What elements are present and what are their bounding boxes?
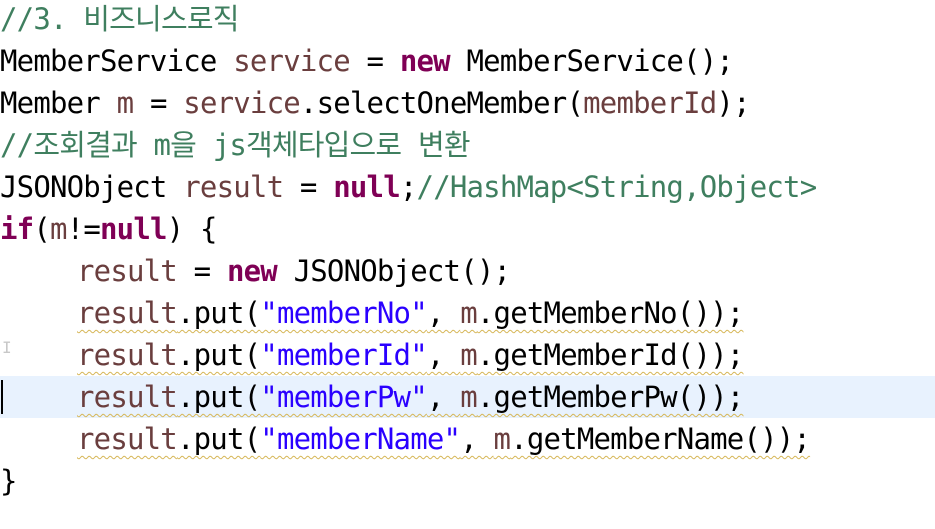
code-token: ); [716, 86, 750, 120]
code-token: .selectOneMember( [299, 86, 584, 120]
code-token: memberId [583, 86, 717, 120]
code-token: result [77, 338, 178, 372]
code-token: = [133, 86, 184, 120]
code-token: new [399, 44, 451, 78]
code-token: .getMemberId()); [476, 338, 744, 372]
code-token: , [426, 338, 461, 372]
code-token: "memberNo" [260, 296, 427, 330]
code-line[interactable]: result.put("memberName", m.getMemberName… [0, 418, 935, 460]
code-token: = [176, 254, 227, 288]
code-line[interactable]: result.put("memberPw", m.getMemberPw()); [0, 376, 935, 418]
code-token: .put( [176, 422, 261, 456]
code-token: = [349, 44, 400, 78]
code-token: "memberPw" [260, 380, 427, 414]
code-line[interactable]: Member m = service.selectOneMember(membe… [0, 82, 935, 124]
text-caret [1, 380, 3, 414]
code-line[interactable]: MemberService service = new MemberServic… [0, 40, 935, 82]
code-line[interactable]: //3. 비즈니스로직 [0, 0, 935, 40]
code-token: } [0, 464, 17, 498]
code-line[interactable]: JSONObject result = null;//HashMap<Strin… [0, 166, 935, 208]
code-token: result [77, 380, 178, 414]
code-token: //조회결과 m을 js객체타입으로 변환 [0, 128, 471, 162]
code-token: != [66, 212, 101, 246]
code-token: .getMemberName()); [510, 422, 811, 456]
code-token: null [100, 212, 167, 246]
code-token: , [426, 380, 461, 414]
code-token: m [460, 338, 477, 372]
code-token: service [233, 44, 350, 78]
code-line[interactable]: result.put("memberId", m.getMemberId()); [0, 334, 935, 376]
code-token: , [460, 422, 494, 456]
code-token: .put( [176, 338, 261, 372]
code-token: new [226, 254, 278, 288]
code-token: ) { [166, 212, 218, 246]
code-token: m [493, 422, 511, 456]
code-token: //3. 비즈니스로직 [0, 2, 239, 36]
code-line[interactable]: } [0, 460, 935, 502]
code-token: MemberService(); [449, 44, 734, 78]
code-token: result [77, 254, 178, 288]
code-token: ; [399, 170, 417, 204]
code-token: "memberName" [260, 422, 461, 456]
code-token: m [50, 212, 67, 246]
code-token: service [183, 86, 300, 120]
code-token: "memberId" [260, 338, 427, 372]
code-token: m [460, 296, 477, 330]
code-line[interactable]: result.put("memberNo", m.getMemberNo()); [0, 292, 935, 334]
code-token: m [460, 380, 477, 414]
code-token: result [77, 422, 178, 456]
code-line[interactable]: if(m!=null) { [0, 208, 935, 250]
code-token: result [183, 170, 284, 204]
ibeam-cursor-icon: I [2, 338, 12, 357]
code-line[interactable]: result = new JSONObject(); [0, 250, 935, 292]
code-token: //HashMap<String,Object> [416, 170, 818, 204]
code-token: ( [33, 212, 50, 246]
code-token: if [0, 212, 34, 246]
code-token: .put( [176, 380, 261, 414]
code-token: null [333, 170, 400, 204]
code-token: .getMemberPw()); [476, 380, 744, 414]
code-token: JSONObject(); [276, 254, 511, 288]
code-token: Member [0, 86, 117, 120]
code-token: MemberService [0, 44, 234, 78]
code-token: .getMemberNo()); [476, 296, 744, 330]
code-token: JSONObject [0, 170, 184, 204]
code-token: result [77, 296, 178, 330]
code-token: , [426, 296, 461, 330]
code-line[interactable]: //조회결과 m을 js객체타입으로 변환 [0, 124, 935, 166]
code-token: .put( [176, 296, 261, 330]
code-token: = [283, 170, 334, 204]
code-token: m [116, 86, 134, 120]
